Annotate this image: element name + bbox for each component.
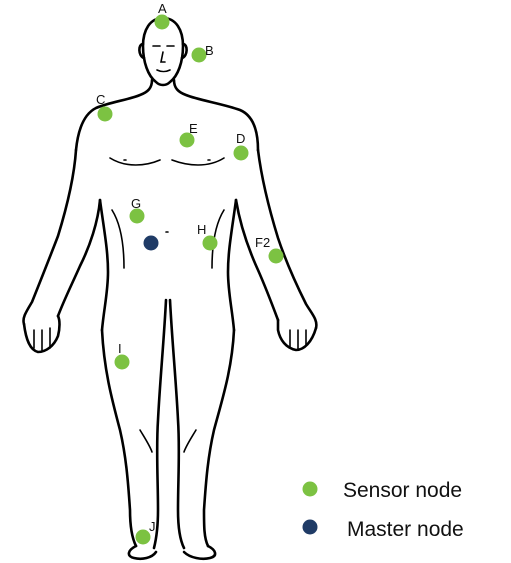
human-body-outline bbox=[23, 18, 316, 559]
sensor-label-g: G bbox=[131, 196, 141, 211]
sensor-node-e: E bbox=[180, 121, 199, 148]
sensor-node-g: G bbox=[130, 196, 145, 224]
sensor-node-a: A bbox=[155, 1, 170, 30]
sensor-label-a: A bbox=[158, 1, 167, 16]
sensor-nodes: A B C E D G H F2 bbox=[96, 1, 284, 545]
legend-sensor-label: Sensor node bbox=[343, 479, 462, 502]
sensor-node-b: B bbox=[192, 43, 214, 63]
master-node bbox=[144, 236, 159, 251]
sensor-label-d: D bbox=[236, 131, 245, 146]
sensor-label-c: C bbox=[96, 92, 105, 107]
sensor-label-f2: F2 bbox=[255, 235, 270, 250]
sensor-label-h: H bbox=[197, 222, 206, 237]
legend-master-label: Master node bbox=[347, 518, 464, 541]
legend-master: Master node bbox=[303, 518, 464, 541]
legend-master-swatch bbox=[303, 520, 318, 535]
legend-sensor: Sensor node bbox=[303, 479, 463, 502]
sensor-node-d: D bbox=[234, 131, 249, 161]
sensor-label-e: E bbox=[189, 121, 198, 136]
legend: Sensor node Master node bbox=[303, 479, 464, 541]
sensor-node-i: I bbox=[115, 341, 130, 370]
sensor-label-b: B bbox=[205, 43, 214, 58]
sensor-label-i: I bbox=[118, 341, 122, 356]
sensor-label-j: J bbox=[149, 519, 156, 534]
legend-sensor-swatch bbox=[303, 482, 318, 497]
sensor-node-j: J bbox=[136, 519, 156, 545]
sensor-node-c: C bbox=[96, 92, 113, 122]
